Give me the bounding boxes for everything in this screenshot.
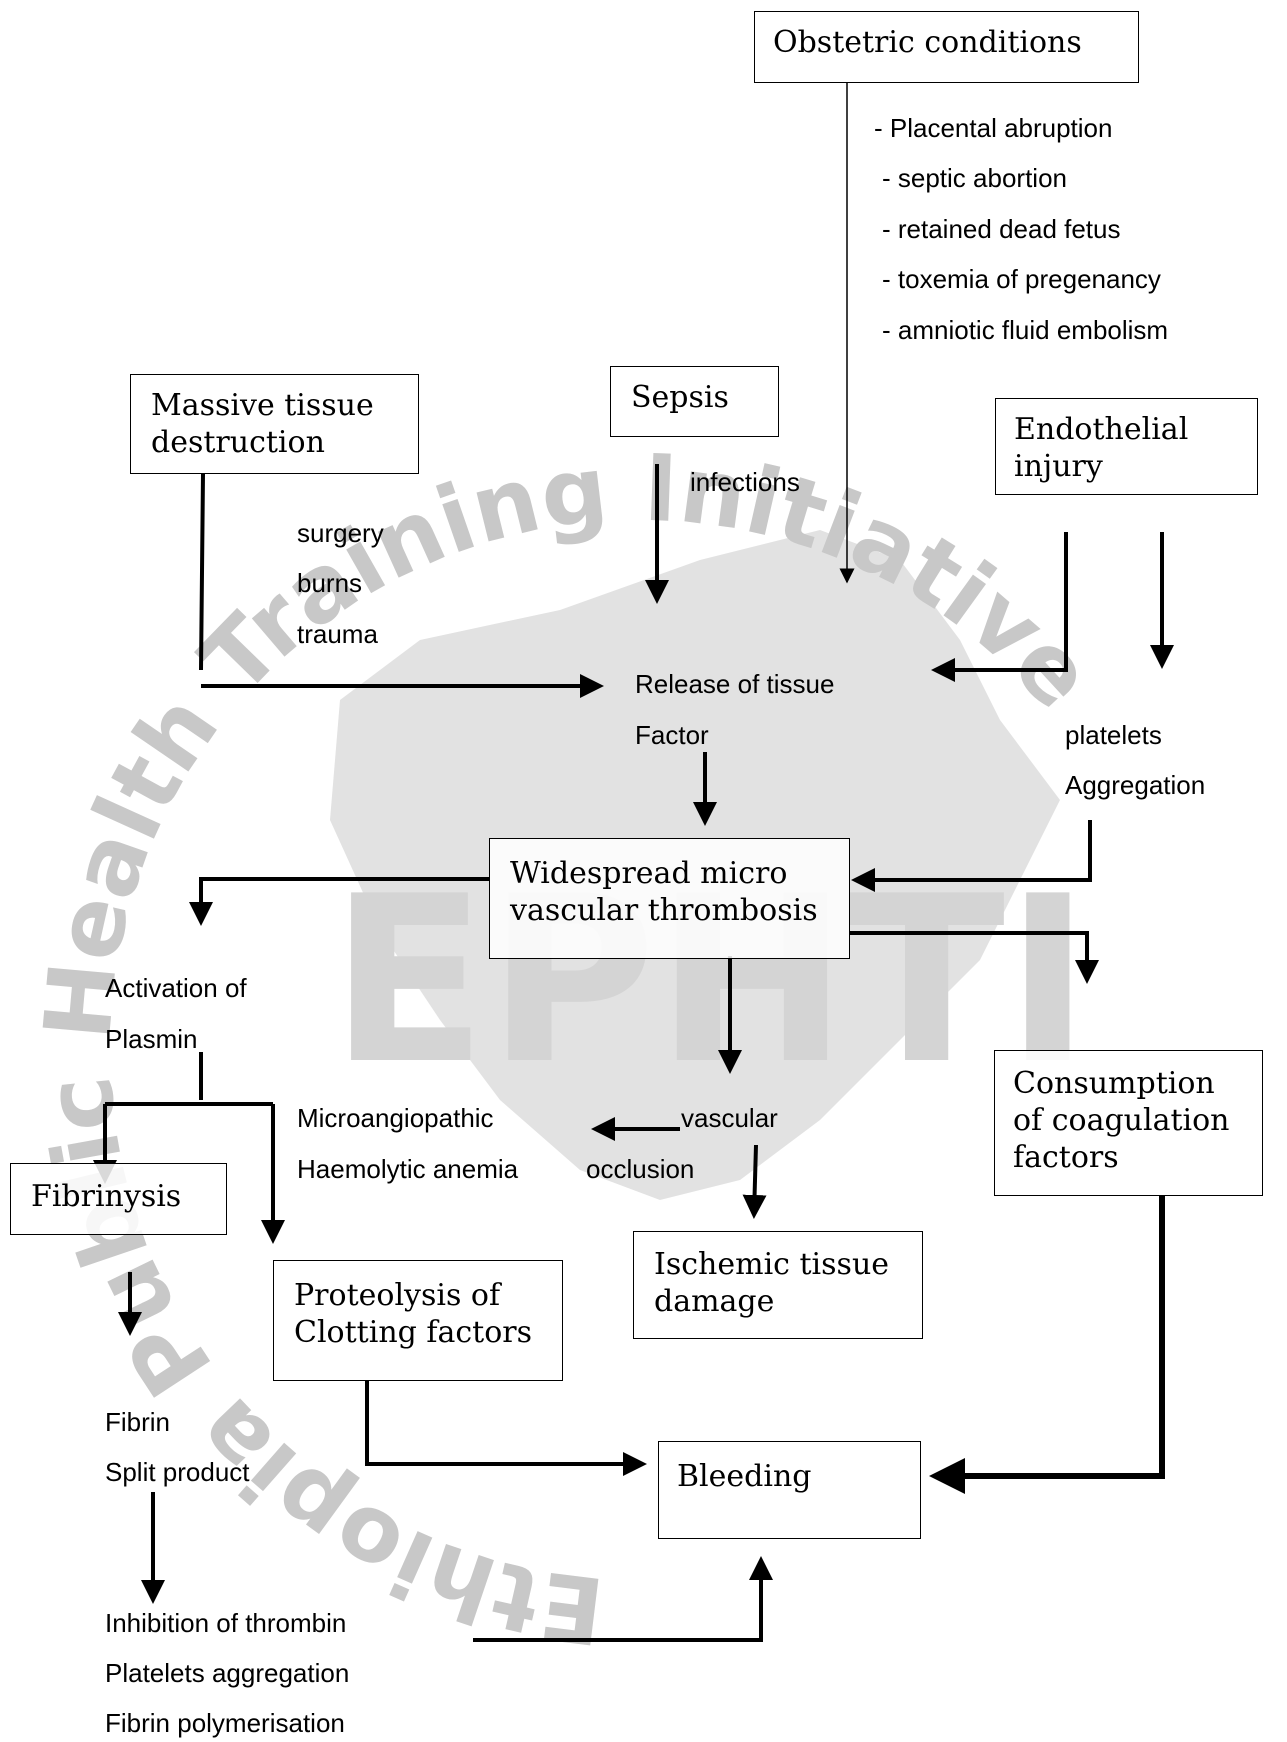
arrow-to-ischemic (742, 1144, 767, 1219)
arrow-proteolysis-to-bleeding (365, 1381, 647, 1476)
box-ischemic-tissue-damage: Ischemic tissue damage (633, 1231, 923, 1339)
label-plasmin: Plasmin (105, 1024, 198, 1054)
box-obstetric-conditions: Obstetric conditions (754, 11, 1139, 83)
arrow-massive-tissue (199, 473, 600, 686)
box-fibrinolysis: Fibrinysis (10, 1163, 227, 1235)
label-activation-of: Activation of (105, 973, 247, 1003)
arrow-consumption-to-bleeding (929, 1196, 1165, 1494)
arrow-endothelial-left (931, 532, 1068, 682)
label-release-tissue: Release of tissue (635, 669, 835, 699)
label-fibrin: Fibrin (105, 1407, 171, 1437)
box-proteolysis: Proteolysis of Clotting factors (273, 1260, 563, 1381)
label-fibrin-polymerisation: Fibrin polymerisation (105, 1708, 345, 1738)
obstetric-cause-3: - retained dead fetus (882, 214, 1121, 244)
obstetric-cause-4: - toxemia of pregenancy (882, 264, 1161, 294)
arrow-inhibition-to-bleeding (473, 1556, 773, 1642)
obstetric-cause-2: - septic abortion (882, 163, 1067, 193)
label-factor: Factor (635, 720, 709, 750)
label-burns: burns (297, 568, 363, 598)
obstetric-cause-1: - Placental abruption (874, 113, 1113, 143)
obstetric-cause-5: - amniotic fluid embolism (882, 315, 1169, 345)
box-widespread-thrombosis: Widespread micro vascular thrombosis (489, 838, 850, 959)
arrow-thrombosis-to-consumption (849, 931, 1099, 984)
label-vascular: vascular (681, 1103, 778, 1133)
label-surgery: surgery (297, 518, 384, 548)
label-haemolytic-anemia: Haemolytic anemia (297, 1154, 519, 1184)
arrow-thrombosis-to-plasmin (189, 877, 489, 926)
label-inhibition-thrombin: Inhibition of thrombin (105, 1608, 347, 1638)
label-aggregation: Aggregation (1065, 770, 1206, 800)
label-platelets-aggregation: Platelets aggregation (105, 1658, 350, 1688)
box-bleeding: Bleeding (658, 1441, 921, 1539)
label-infections: infections (690, 467, 800, 497)
label-trauma: trauma (297, 619, 378, 649)
label-platelets: platelets (1065, 720, 1162, 750)
label-split-product: Split product (105, 1457, 250, 1487)
arrow-platelets-to-thrombosis (851, 820, 1092, 892)
box-sepsis: Sepsis (610, 366, 779, 437)
box-endothelial-injury: Endothelial injury (995, 398, 1258, 495)
box-massive-tissue-destruction: Massive tissue destruction (130, 374, 419, 474)
box-consumption-coagulation: Consumption of coagulation factors (994, 1050, 1263, 1196)
label-microangiopathic: Microangiopathic (297, 1103, 494, 1133)
label-occlusion: occlusion (586, 1154, 695, 1184)
